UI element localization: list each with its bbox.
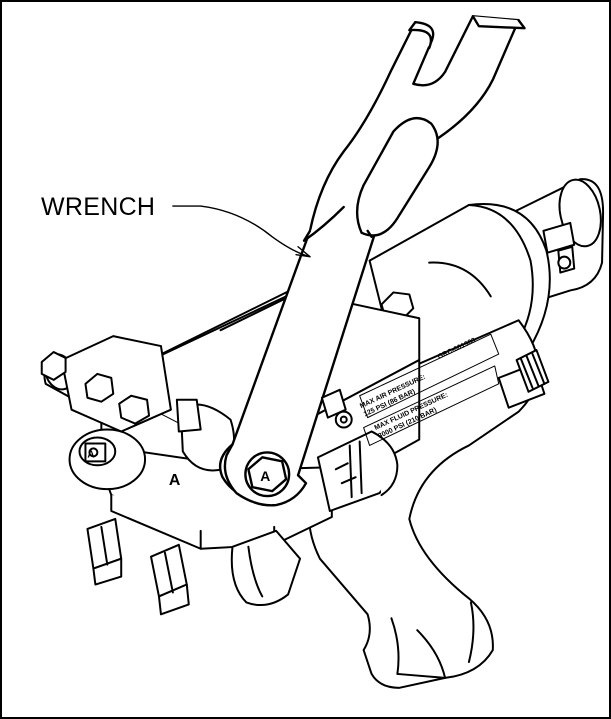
inlet-fitting bbox=[497, 349, 550, 409]
hex-nuts bbox=[84, 372, 236, 472]
coupler bbox=[316, 430, 399, 512]
trigger bbox=[230, 529, 302, 607]
wrench-callout-label: WRENCH bbox=[41, 193, 156, 221]
lower-fittings bbox=[86, 517, 190, 616]
data-plate bbox=[359, 333, 500, 446]
side-bolts bbox=[320, 388, 353, 429]
wrench-tool bbox=[218, 15, 526, 507]
wrench-leader-line bbox=[172, 205, 311, 258]
part-letter-a-nozzle: A bbox=[87, 449, 94, 460]
part-letter-a-wrench: A bbox=[260, 468, 270, 484]
part-letter-a-left: A bbox=[169, 472, 181, 489]
